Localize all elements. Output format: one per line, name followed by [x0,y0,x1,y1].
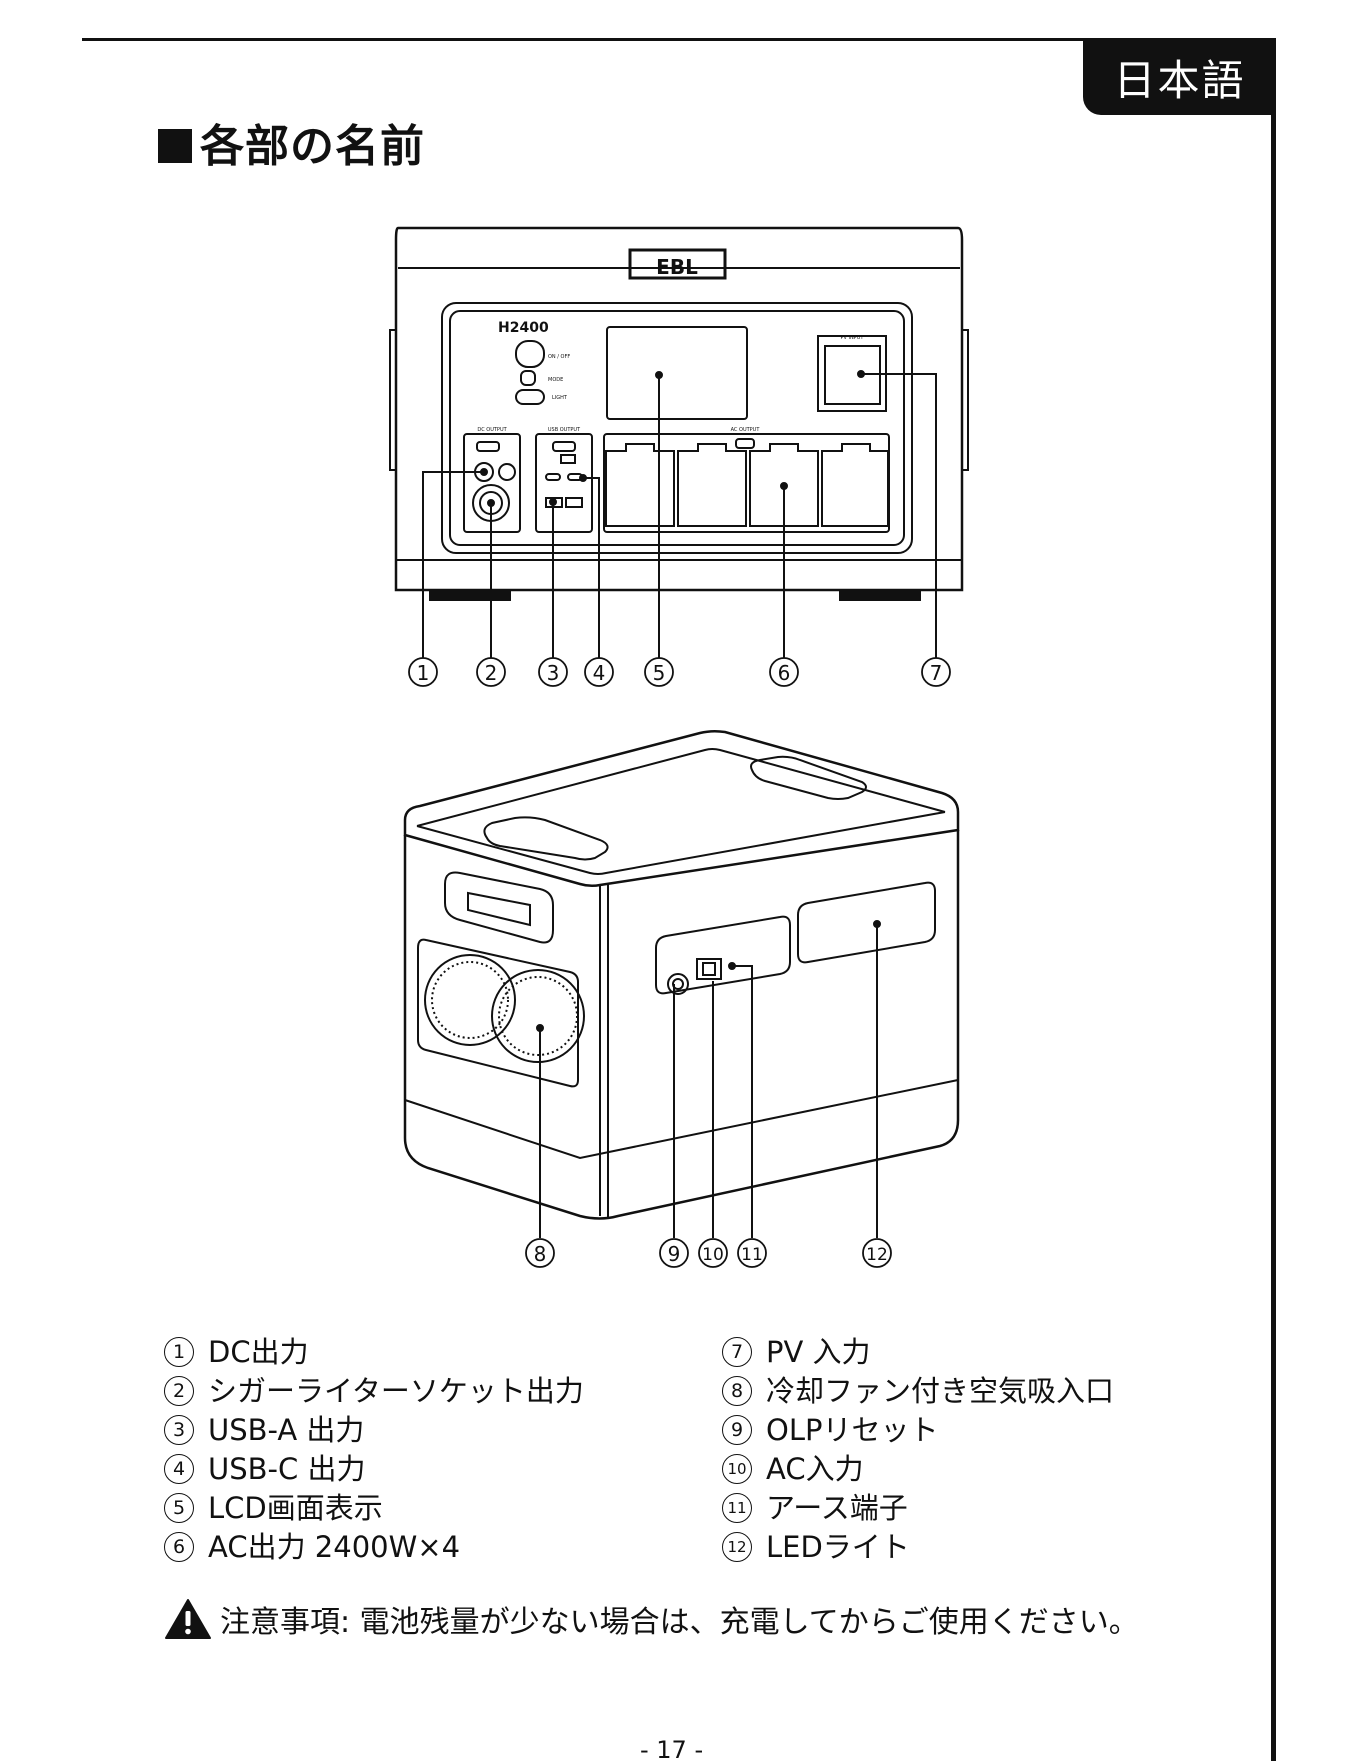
callout-12: 12 [866,1245,888,1265]
callout-8: 8 [534,1242,547,1266]
callout-1: 1 [417,661,430,685]
legend-text: 冷却ファン付き空気吸入口 [766,1372,1114,1410]
callout-11: 11 [741,1245,763,1265]
legend-item: 3 USB-A 出力 [164,1410,584,1449]
legend-item: 10 AC入力 [722,1449,1114,1488]
legend-text: LEDライト [766,1528,910,1566]
legend-num: 5 [164,1493,194,1523]
svg-text:MODE: MODE [548,377,563,383]
legend-text: DC出力 [208,1333,309,1371]
caution-note: 注意事項: 電池残量が少ない場合は、充電してからご使用ください。 [164,1597,1139,1641]
legend-num: 11 [722,1493,752,1523]
legend-item: 9 OLPリセット [722,1410,1114,1449]
legend-num: 6 [164,1532,194,1562]
callout-7: 7 [930,661,943,685]
legend-text: AC入力 [766,1450,864,1488]
legend-num: 7 [722,1337,752,1367]
legend-right: 7 PV 入力 8 冷却ファン付き空気吸入口 9 OLPリセット 10 AC入力 11 ア… [722,1332,1114,1566]
legend-item: 1 DC出力 [164,1332,584,1371]
legend-item: 12 LEDライト [722,1527,1114,1566]
legend-item: 4 USB-C 出力 [164,1449,584,1488]
callout-10: 10 [702,1245,724,1265]
warning-icon [164,1598,212,1640]
callout-9: 9 [668,1242,681,1266]
svg-text:PV INPUT: PV INPUT [841,335,865,341]
svg-text:LIGHT: LIGHT [552,395,568,401]
callout-2: 2 [485,661,498,685]
legend-text: シガーライターソケット出力 [208,1372,584,1410]
callout-3: 3 [547,661,560,685]
legend-text: USB-A 出力 [208,1411,364,1449]
svg-text:AC OUTPUT: AC OUTPUT [731,427,761,433]
legend-num: 2 [164,1376,194,1406]
legend-item: 6 AC出力 2400W×4 [164,1527,584,1566]
front-view: EBL H2400 ON / OFF MODE LIGHT PV INPUT D… [390,228,968,658]
svg-text:ON / OFF: ON / OFF [548,354,570,360]
legend-text: OLPリセット [766,1411,938,1449]
legend-text: AC出力 2400W×4 [208,1528,460,1566]
caution-text: 注意事項: 電池残量が少ない場合は、充電してからご使用ください。 [220,1597,1139,1641]
legend-num: 9 [722,1415,752,1445]
legend-text: アース端子 [766,1489,908,1527]
legend-num: 8 [722,1376,752,1406]
legend-item: 11 アース端子 [722,1488,1114,1527]
legend-item: 7 PV 入力 [722,1332,1114,1371]
legend-num: 10 [722,1454,752,1484]
legend-text: USB-C 出力 [208,1450,365,1488]
legend-num: 4 [164,1454,194,1484]
page-number: - 17 - [640,1736,703,1764]
svg-text:DC OUTPUT: DC OUTPUT [477,427,507,433]
legend-text: PV 入力 [766,1333,871,1371]
legend-item: 2 シガーライターソケット出力 [164,1371,584,1410]
legend-num: 1 [164,1337,194,1367]
brand-logo: EBL [656,255,698,279]
model-label: H2400 [498,320,549,336]
legend-left: 1 DC出力 2 シガーライターソケット出力 3 USB-A 出力 4 USB-C 出力… [164,1332,584,1566]
device-diagram: EBL H2400 ON / OFF MODE LIGHT PV INPUT D… [0,0,1361,1300]
callout-4: 4 [593,661,606,685]
callout-6: 6 [778,661,791,685]
legend-num: 3 [164,1415,194,1445]
perspective-view [405,731,958,1238]
legend-item: 5 LCD画面表示 [164,1488,584,1527]
legend-num: 12 [722,1532,752,1562]
legend-item: 8 冷却ファン付き空気吸入口 [722,1371,1114,1410]
legend-text: LCD画面表示 [208,1489,383,1527]
callout-5: 5 [653,661,666,685]
svg-text:USB OUTPUT: USB OUTPUT [548,427,581,433]
